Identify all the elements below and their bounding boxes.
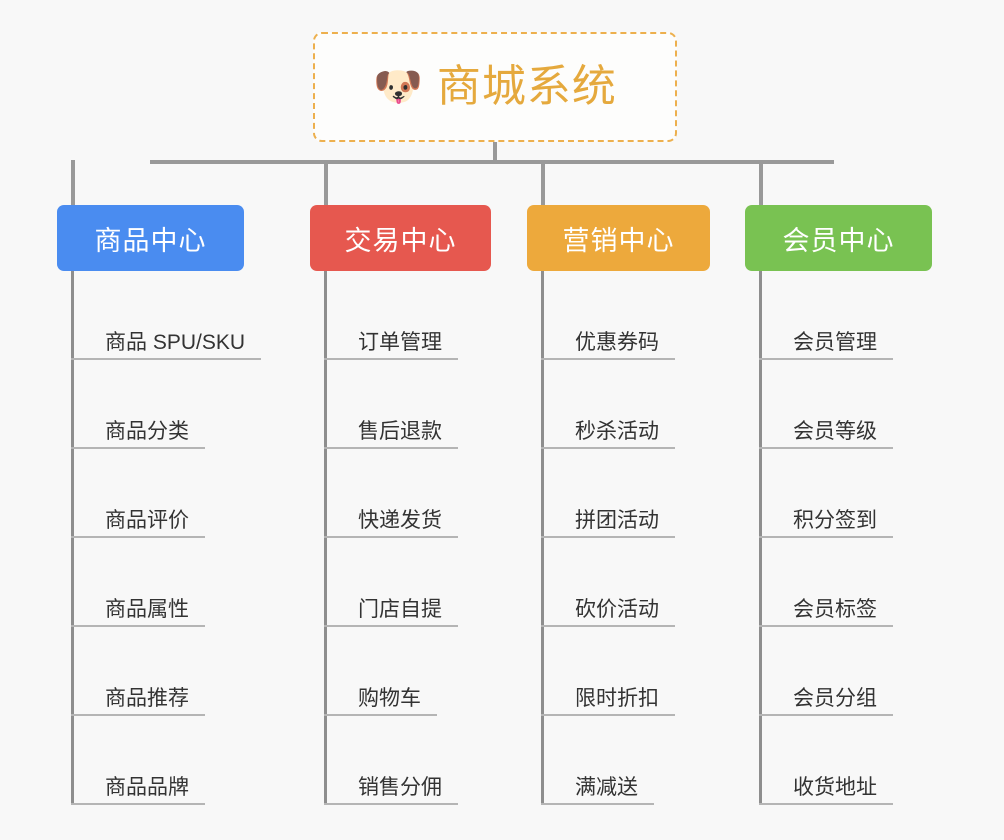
category-label: 商品中心 bbox=[94, 225, 207, 256]
leaf-item[interactable]: 拼团活动 bbox=[541, 449, 710, 538]
leaf-label: 会员分组 bbox=[759, 687, 893, 716]
leaf-label: 砍价活动 bbox=[541, 598, 675, 627]
leaf-label: 收货地址 bbox=[759, 776, 893, 805]
leaf-label: 限时折扣 bbox=[541, 687, 675, 716]
leaf-label: 购物车 bbox=[324, 687, 437, 716]
category-box-member-center[interactable]: 会员中心 bbox=[745, 205, 932, 271]
leaf-list-product-center: 商品 SPU/SKU 商品分类商品评价商品属性商品推荐商品品牌 bbox=[57, 271, 262, 805]
column-marketing-center: 营销中心优惠券码秒杀活动拼团活动砍价活动限时折扣满减送 bbox=[527, 205, 710, 805]
category-label: 会员中心 bbox=[782, 225, 895, 256]
leaf-item[interactable]: 售后退款 bbox=[324, 360, 491, 449]
leaf-item[interactable]: 购物车 bbox=[324, 627, 491, 716]
connector-drop-1 bbox=[71, 160, 75, 205]
leaf-item[interactable]: 商品分类 bbox=[71, 360, 261, 449]
leaf-label: 拼团活动 bbox=[541, 509, 675, 538]
trunk-line bbox=[324, 271, 327, 805]
leaf-label: 会员等级 bbox=[759, 420, 893, 449]
leaf-label: 商品属性 bbox=[71, 598, 205, 627]
category-box-product-center[interactable]: 商品中心 bbox=[57, 205, 244, 271]
leaf-label: 门店自提 bbox=[324, 598, 458, 627]
connector-horizontal-bar bbox=[150, 160, 834, 164]
leaf-item[interactable]: 会员分组 bbox=[759, 627, 932, 716]
leaf-item[interactable]: 商品推荐 bbox=[71, 627, 261, 716]
leaf-item[interactable]: 收货地址 bbox=[759, 716, 932, 805]
category-label: 交易中心 bbox=[344, 225, 457, 256]
leaf-item[interactable]: 积分签到 bbox=[759, 449, 932, 538]
dog-face-icon: 🐶 bbox=[373, 64, 423, 110]
leaf-item[interactable]: 销售分佣 bbox=[324, 716, 491, 805]
trunk-line bbox=[759, 271, 762, 805]
leaf-item[interactable]: 会员标签 bbox=[759, 538, 932, 627]
leaf-item[interactable]: 快递发货 bbox=[324, 449, 491, 538]
connector-drop-4 bbox=[759, 160, 763, 205]
leaf-item[interactable]: 会员管理 bbox=[759, 271, 932, 360]
leaf-label: 商品评价 bbox=[71, 509, 205, 538]
leaf-item[interactable]: 秒杀活动 bbox=[541, 360, 710, 449]
column-product-center: 商品中心商品 SPU/SKU 商品分类商品评价商品属性商品推荐商品品牌 bbox=[57, 205, 262, 805]
leaf-label: 秒杀活动 bbox=[541, 420, 675, 449]
trunk-line bbox=[541, 271, 544, 805]
leaf-item[interactable]: 商品 SPU/SKU bbox=[71, 271, 262, 360]
category-label: 营销中心 bbox=[562, 225, 675, 256]
leaf-label: 会员标签 bbox=[759, 598, 893, 627]
leaf-label: 商品 SPU/SKU bbox=[71, 331, 262, 360]
leaf-item[interactable]: 门店自提 bbox=[324, 538, 491, 627]
column-member-center: 会员中心会员管理会员等级积分签到会员标签会员分组收货地址 bbox=[745, 205, 932, 805]
leaf-label: 销售分佣 bbox=[324, 776, 458, 805]
connector-drop-2 bbox=[324, 160, 328, 205]
leaf-label: 满减送 bbox=[541, 776, 654, 805]
root-title: 商城系统 bbox=[436, 62, 617, 111]
leaf-label: 商品品牌 bbox=[71, 776, 205, 805]
connector-root-stub bbox=[493, 142, 497, 163]
leaf-item[interactable]: 商品评价 bbox=[71, 449, 261, 538]
trunk-line bbox=[71, 271, 74, 805]
leaf-label: 商品分类 bbox=[71, 420, 205, 449]
leaf-item[interactable]: 优惠券码 bbox=[541, 271, 710, 360]
leaf-item[interactable]: 商品品牌 bbox=[71, 716, 261, 805]
leaf-label: 积分签到 bbox=[759, 509, 893, 538]
leaf-label: 优惠券码 bbox=[541, 331, 675, 360]
leaf-item[interactable]: 会员等级 bbox=[759, 360, 932, 449]
connector-drop-3 bbox=[541, 160, 545, 205]
leaf-label: 快递发货 bbox=[324, 509, 458, 538]
leaf-label: 售后退款 bbox=[324, 420, 458, 449]
column-trade-center: 交易中心订单管理售后退款快递发货门店自提购物车销售分佣 bbox=[310, 205, 491, 805]
leaf-list-marketing-center: 优惠券码秒杀活动拼团活动砍价活动限时折扣满减送 bbox=[527, 271, 710, 805]
leaf-list-member-center: 会员管理会员等级积分签到会员标签会员分组收货地址 bbox=[745, 271, 932, 805]
leaf-item[interactable]: 订单管理 bbox=[324, 271, 491, 360]
leaf-item[interactable]: 砍价活动 bbox=[541, 538, 710, 627]
root-node[interactable]: 🐶 商城系统 bbox=[313, 32, 677, 142]
leaf-label: 会员管理 bbox=[759, 331, 893, 360]
leaf-item[interactable]: 满减送 bbox=[541, 716, 710, 805]
leaf-item[interactable]: 商品属性 bbox=[71, 538, 261, 627]
category-box-marketing-center[interactable]: 营销中心 bbox=[527, 205, 710, 271]
category-box-trade-center[interactable]: 交易中心 bbox=[310, 205, 491, 271]
leaf-item[interactable]: 限时折扣 bbox=[541, 627, 710, 716]
leaf-label: 订单管理 bbox=[324, 331, 458, 360]
leaf-label: 商品推荐 bbox=[71, 687, 205, 716]
leaf-list-trade-center: 订单管理售后退款快递发货门店自提购物车销售分佣 bbox=[310, 271, 491, 805]
